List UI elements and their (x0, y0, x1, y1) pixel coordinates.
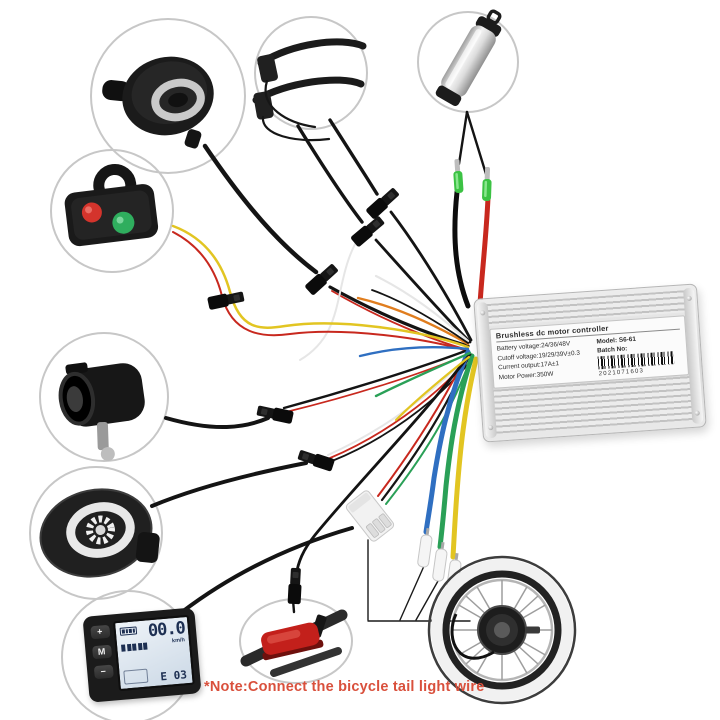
lcd-screen: 00.0 km/h E 03 (112, 614, 195, 692)
lcd-display: + M − 00.0 km/h E 03 (82, 607, 202, 703)
screw-icon (686, 295, 692, 302)
throttle-cable (202, 143, 319, 275)
motor-controller: Brushless dc motor controller Battery vo… (473, 283, 707, 443)
mode-button: M (91, 644, 112, 660)
brake-levers (252, 38, 367, 142)
taillight-wire (294, 352, 472, 578)
julet-connector (345, 490, 395, 542)
status-code: E 03 (159, 668, 188, 684)
hub-motor-wheel (427, 555, 577, 705)
battery-wire-black (452, 189, 471, 309)
screw-icon (694, 410, 700, 416)
battery-gauge-icon (119, 626, 138, 636)
switch-wire-yellow (171, 224, 470, 349)
brake-cable-1 (296, 124, 364, 224)
handlebar-switch (64, 163, 159, 247)
battery-terminal-red (481, 166, 493, 202)
note-text: *Note:Connect the bicycle tail light wir… (204, 679, 485, 695)
trip-box-icon (123, 668, 149, 685)
brake-cable-2 (328, 118, 379, 196)
model-value: S6-61 (618, 335, 637, 344)
bottle-battery (435, 9, 502, 107)
phase-wire-blue (423, 349, 471, 535)
speed-unit: km/h (171, 637, 186, 645)
display-cable (180, 526, 354, 614)
sm-connector-brake2 (365, 186, 401, 220)
assist-gauge-icon (121, 642, 148, 652)
plus-button: + (89, 624, 110, 640)
screw-icon (480, 310, 486, 316)
phase-wire-green (437, 353, 475, 550)
sm-connector-pas (296, 448, 336, 472)
pas-sensor (39, 488, 160, 578)
headlight (58, 362, 145, 462)
screw-icon (488, 424, 494, 431)
sm-connector-brake1 (350, 214, 386, 248)
phase-wire-yellow (450, 356, 479, 560)
controller-specs: Battery voltage:24/36/48V Cutoff voltage… (496, 338, 599, 386)
thumb-throttle (102, 56, 214, 149)
battery-lead (457, 110, 469, 166)
pas-cable (150, 461, 308, 508)
controller-model-block: Model: S6-61 Batch No: 2021071603 (596, 332, 683, 379)
sm-connector-taillight (287, 567, 303, 605)
minus-button: − (93, 664, 114, 680)
headlight-cable (164, 416, 270, 430)
battery-wire-red (477, 195, 491, 307)
display-buttons: + M − (88, 624, 115, 680)
battery-terminal-black (452, 158, 464, 194)
wiring-harness (150, 110, 491, 622)
switch-wire-red (172, 231, 469, 352)
tail-light (240, 609, 348, 677)
